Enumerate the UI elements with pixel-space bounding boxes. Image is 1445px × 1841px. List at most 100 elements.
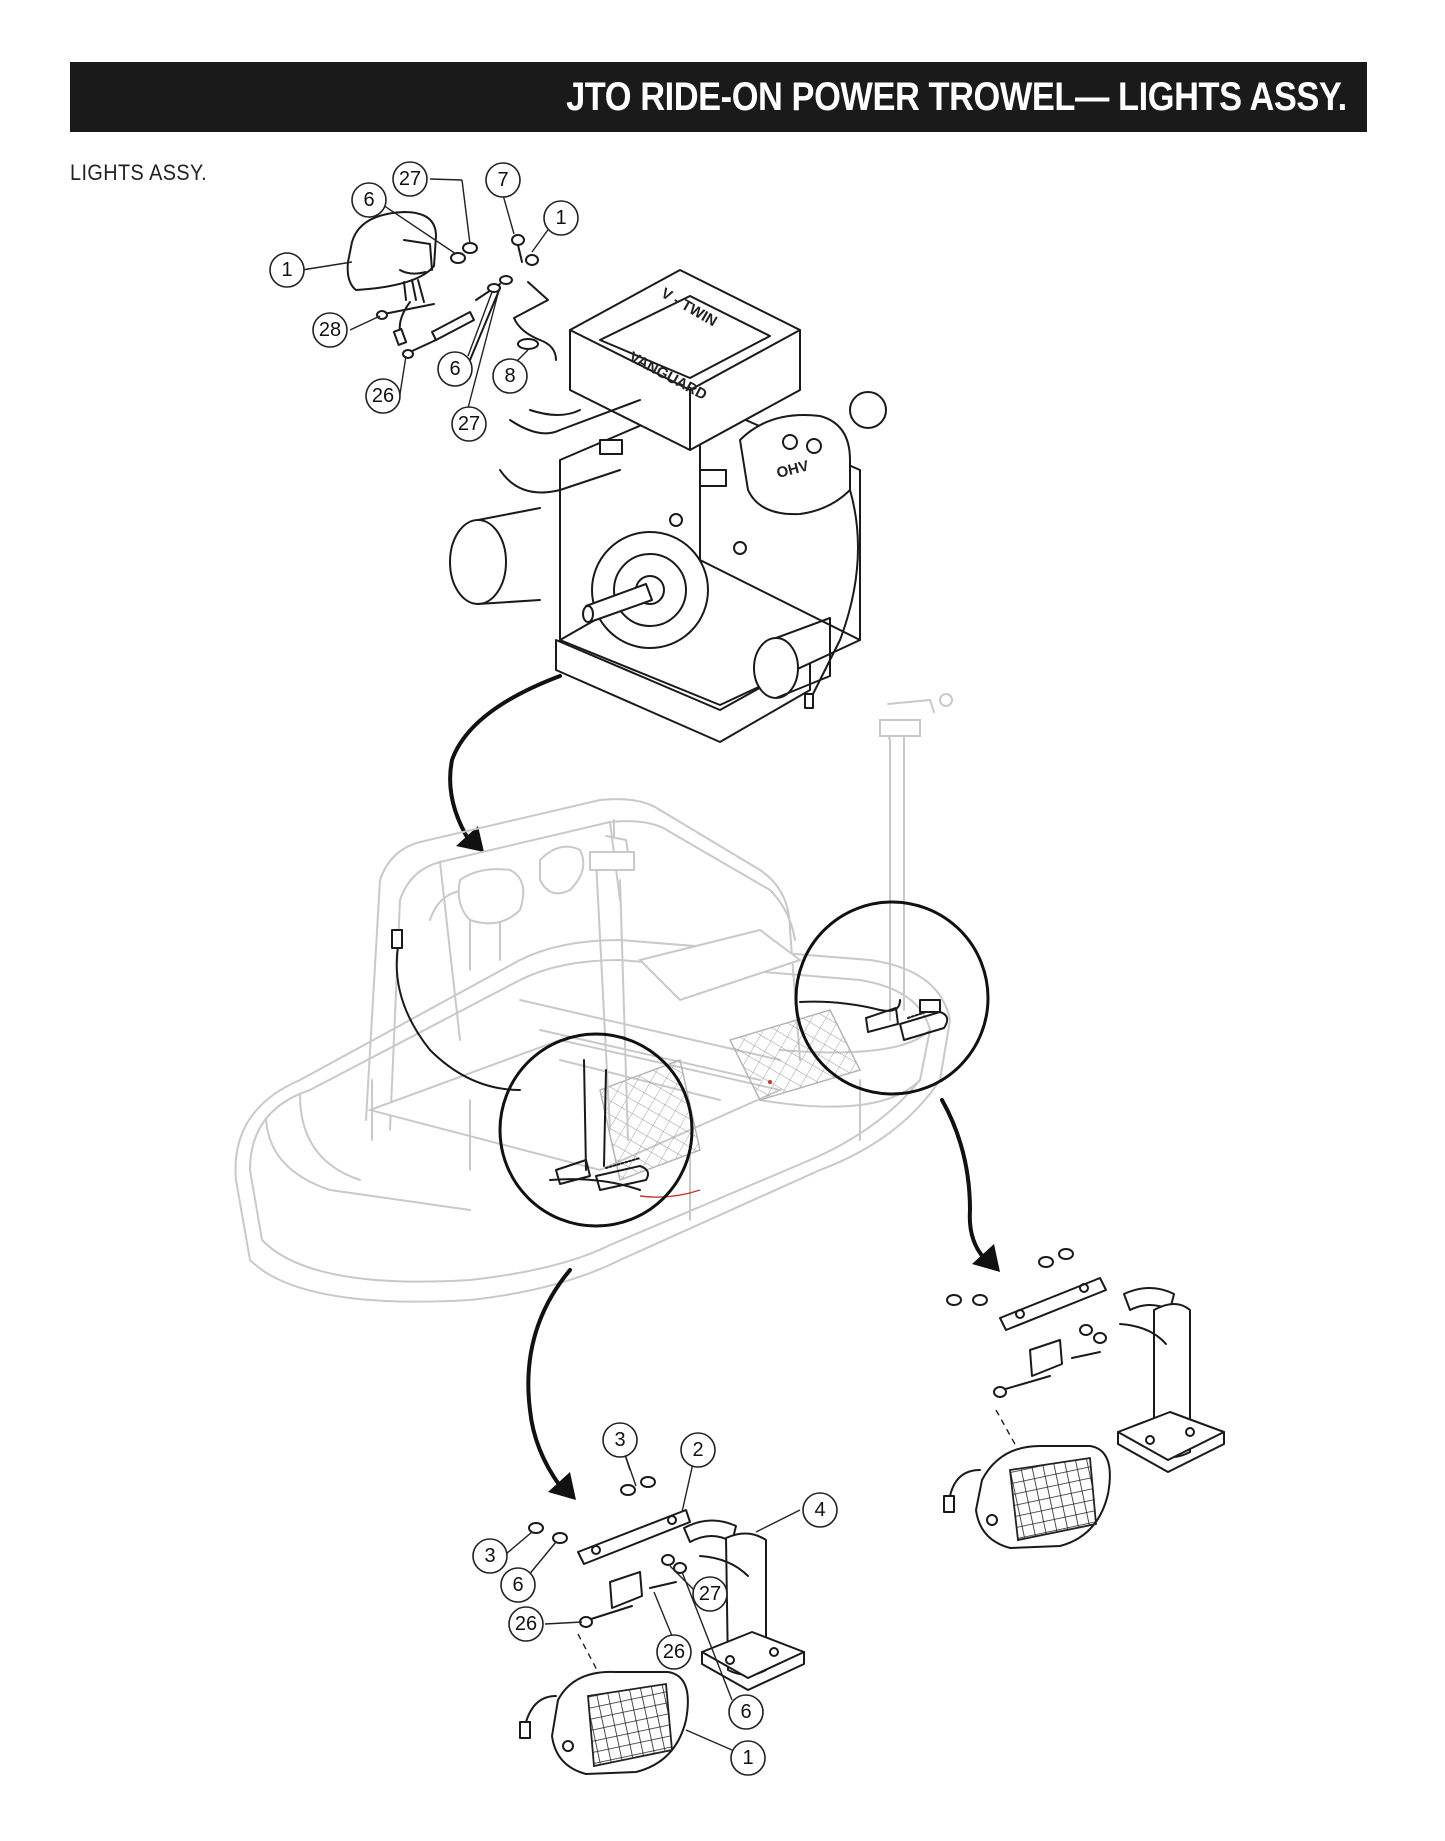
right-light-connector	[943, 1495, 955, 1513]
page-title: JTO RIDE-ON POWER TROWEL— LIGHTS ASSY.	[566, 74, 1347, 119]
callout: 27	[392, 161, 428, 197]
nut-icon	[1058, 1248, 1074, 1260]
svg-text:27: 27	[458, 413, 480, 435]
mount-bracket	[513, 281, 557, 361]
top-light-wire	[398, 301, 411, 333]
arrow-to-bottom-detail	[526, 1268, 572, 1488]
nut-icon	[528, 1522, 544, 1534]
harness-connector	[391, 929, 403, 949]
bolt-icon	[409, 339, 437, 353]
light-lens-grid	[1009, 1456, 1097, 1542]
callout: 27	[692, 1576, 728, 1612]
svg-text:27: 27	[399, 168, 421, 190]
nut-icon	[661, 1554, 675, 1566]
svg-text:6: 6	[363, 189, 374, 211]
svg-text:26: 26	[663, 1641, 685, 1663]
svg-text:1: 1	[281, 259, 292, 281]
svg-text:26: 26	[372, 385, 394, 407]
top-light-housing	[346, 211, 437, 291]
detail-circle-center	[498, 1032, 694, 1228]
svg-text:2: 2	[692, 1439, 703, 1461]
u-bolt	[1119, 1323, 1167, 1345]
washer-icon	[673, 1562, 687, 1574]
callout: 26	[365, 378, 401, 414]
callout: 28	[312, 312, 348, 348]
mount-plate	[577, 1509, 691, 1565]
callout: 6	[437, 351, 473, 387]
exhaust-pipe	[499, 399, 641, 494]
callout: 26	[508, 1606, 544, 1642]
arrow-head-icon	[548, 1472, 576, 1500]
oil-filler	[849, 391, 887, 429]
svg-text:1: 1	[555, 207, 566, 229]
page-header-bar: JTO RIDE-ON POWER TROWEL— LIGHTS ASSY.	[70, 62, 1367, 132]
svg-text:8: 8	[504, 365, 515, 387]
callout: 27	[451, 406, 487, 442]
top-light-assembly	[346, 211, 557, 361]
starter-motor	[449, 519, 507, 605]
small-bracket	[1029, 1339, 1063, 1377]
trowel-frame	[234, 693, 953, 1303]
washer-icon	[972, 1294, 988, 1306]
u-bolt	[699, 1555, 749, 1577]
bolt-icon	[383, 303, 435, 315]
svg-text:4: 4	[814, 1499, 825, 1521]
svg-text:3: 3	[484, 1545, 495, 1567]
svg-text:6: 6	[449, 358, 460, 380]
engine-wire	[809, 489, 859, 701]
o-ring-icon	[517, 338, 539, 350]
engine-base	[555, 639, 811, 743]
svg-text:7: 7	[497, 169, 508, 191]
valve-cover	[739, 414, 851, 516]
top-light-bracket	[431, 311, 475, 341]
red-wire	[639, 1189, 701, 1198]
bolt-icon	[1001, 1375, 1051, 1391]
nut-icon	[1038, 1256, 1054, 1268]
nut-icon	[620, 1484, 636, 1496]
wire-harness-left	[395, 945, 521, 1091]
callout: 1	[730, 1740, 766, 1776]
svg-text:6: 6	[740, 1701, 751, 1723]
nut-icon	[1079, 1324, 1093, 1336]
svg-text:6: 6	[512, 1574, 523, 1596]
arrow-to-right-detail	[940, 1098, 986, 1260]
bolt-icon	[587, 1605, 633, 1621]
svg-text:28: 28	[319, 319, 341, 341]
callout: 2	[680, 1432, 716, 1468]
callout: 1	[269, 252, 305, 288]
mount-plate	[999, 1277, 1107, 1331]
arrow-engine-to-frame	[448, 674, 562, 844]
nut-icon	[946, 1294, 962, 1306]
section-label: LIGHTS ASSY.	[70, 160, 208, 185]
mesh-floor-panel	[728, 1009, 862, 1101]
engine-wire-connector	[804, 693, 814, 709]
nut-icon	[462, 242, 478, 254]
bottom-exploded-assembly	[519, 1476, 805, 1775]
washer-icon	[1093, 1332, 1107, 1344]
flywheel	[591, 531, 709, 649]
bottom-light-connector	[519, 1721, 531, 1739]
washer-icon	[552, 1532, 568, 1544]
callout: 3	[472, 1538, 508, 1574]
screw-icon	[511, 234, 525, 246]
bolt-icon	[649, 1581, 677, 1589]
callout: 6	[728, 1694, 764, 1730]
arrow-head-icon	[972, 1244, 1000, 1272]
svg-text:27: 27	[699, 1583, 721, 1605]
callout: 26	[656, 1634, 692, 1670]
svg-text:3: 3	[614, 1429, 625, 1451]
roll-cage	[365, 798, 801, 1121]
operator-platform	[366, 1038, 784, 1172]
alternator	[753, 637, 799, 699]
mesh-floor-panel	[599, 1058, 701, 1182]
svg-text:26: 26	[515, 1613, 537, 1635]
right-light-wire	[949, 1469, 981, 1497]
callout: 1	[543, 200, 579, 236]
wire-harness-right	[799, 999, 901, 1012]
callout: 4	[802, 1492, 838, 1528]
washer-icon	[450, 252, 466, 264]
control-lever-right	[885, 729, 905, 1021]
red-marker	[768, 1080, 772, 1084]
svg-text:1: 1	[742, 1747, 753, 1769]
